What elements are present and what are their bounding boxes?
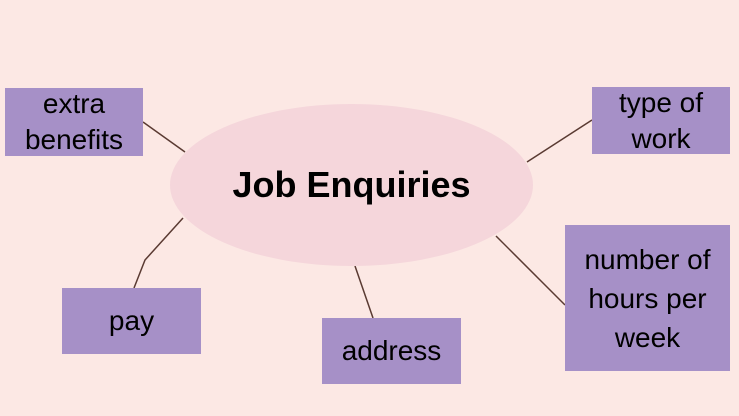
node-pay: pay [62, 288, 201, 354]
node-label-hours: number of hours per week [584, 243, 711, 353]
node-address: address [322, 318, 461, 384]
center-topic-label: Job Enquiries [232, 164, 471, 205]
connector-type-of-work [526, 119, 593, 163]
node-number-of-hours-per-week: number of hours per week [565, 225, 730, 371]
node-label-pay: pay [108, 305, 155, 336]
node-label-extra-benefits: extra benefits [24, 88, 124, 155]
node-label-type-of-work: type of work [618, 86, 704, 154]
node-type-of-work: type of work [592, 87, 730, 154]
center-topic: Job Enquiries [170, 104, 533, 266]
connector-pay [133, 217, 184, 289]
node-label-address: address [341, 335, 442, 366]
connector-extra-benefits [142, 121, 186, 153]
node-extra-benefits: extra benefits [5, 88, 143, 156]
connector-address [354, 265, 374, 319]
connector-hours [495, 235, 566, 306]
